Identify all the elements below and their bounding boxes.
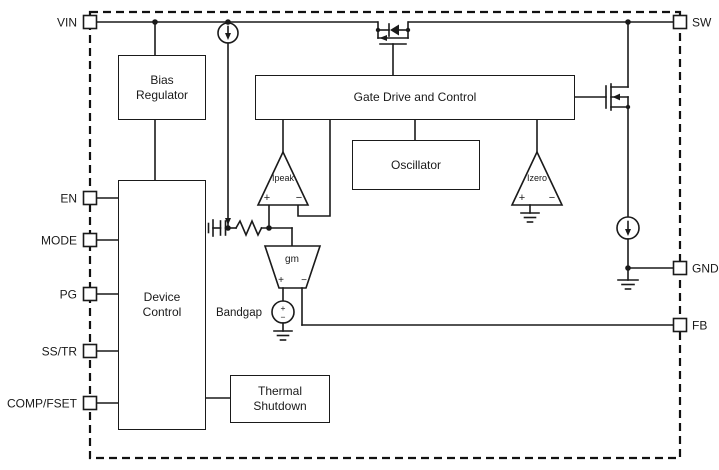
- gm-plus: +: [278, 275, 284, 286]
- block-label: Oscillator: [390, 157, 441, 172]
- pin-label-en: EN: [60, 192, 77, 206]
- pin-label-pg: PG: [60, 288, 77, 302]
- pin-en: [82, 190, 98, 206]
- pin-comp-fset: [82, 395, 98, 411]
- gm-minus: −: [301, 275, 307, 286]
- izero-comparator: Izero + −: [510, 119, 564, 223]
- pin-mode: [82, 232, 98, 248]
- izero-label: Izero: [527, 173, 547, 183]
- pin-fb: [672, 317, 688, 333]
- pin-label-ss-tr: SS/TR: [42, 345, 78, 359]
- izero-minus: −: [549, 192, 555, 204]
- body-diode-icon: [390, 24, 399, 36]
- junction-dots: [152, 19, 631, 271]
- current-source-right: [616, 216, 675, 290]
- bandgap-label: Bandgap: [216, 307, 262, 319]
- pin-vin: [82, 14, 98, 30]
- wire-fb: [301, 287, 675, 326]
- pin-label-mode: MODE: [41, 234, 77, 248]
- ipeak-triangle: [256, 150, 310, 206]
- block-thermal-shutdown: Thermal Shutdown: [230, 375, 330, 423]
- pin-ss-tr: [82, 343, 98, 359]
- bandgap-plus: +: [281, 303, 286, 313]
- current-source-left: [217, 21, 239, 229]
- block-label: Bias Regulator: [135, 72, 189, 102]
- pin-labels: VIN EN MODE PG SS/TR COMP/FSET SW GND FB: [7, 16, 719, 411]
- block-gate-drive-and-control: Gate Drive and Control: [255, 75, 575, 120]
- mosfet-arrow-icon: [379, 35, 387, 41]
- gm-trapezoid: [263, 245, 322, 289]
- pin-gnd: [672, 260, 688, 276]
- block-label: Gate Drive and Control: [353, 90, 477, 104]
- pins: [82, 14, 688, 411]
- block-label: Thermal Shutdown: [253, 384, 307, 413]
- mosfet-arrow-icon: [612, 93, 620, 101]
- lowside-mosfet: [574, 21, 629, 218]
- pin-pg: [82, 286, 98, 302]
- izero-triangle: [510, 150, 564, 206]
- resistor-icon: [234, 218, 263, 238]
- bandgap-minus: −: [281, 312, 286, 322]
- block-device-control: Device Control: [118, 180, 206, 430]
- highside-mosfet: [377, 21, 409, 76]
- comp-network: [203, 218, 293, 247]
- pin-sw: [672, 14, 688, 30]
- pin-label-gnd: GND: [692, 262, 719, 276]
- current-arrow-down-icon: [225, 218, 231, 225]
- block-bias-regulator: Bias Regulator: [118, 55, 206, 120]
- pin-label-sw: SW: [692, 16, 712, 30]
- pin-label-comp-fset: COMP/FSET: [7, 397, 78, 411]
- current-arrow-down-icon: [625, 229, 631, 236]
- block-label: Device Control: [142, 290, 182, 319]
- ipeak-comparator: Ipeak + −: [256, 119, 331, 229]
- gm-amplifier: gm + −: [263, 245, 322, 302]
- ipeak-plus: +: [264, 192, 270, 204]
- gm-label: gm: [285, 254, 299, 265]
- wire-left-pin-stubs: [95, 197, 119, 404]
- bandgap-reference: + − Bandgap: [216, 300, 295, 341]
- izero-plus: +: [519, 192, 525, 204]
- current-arrow-down-icon: [225, 33, 231, 40]
- pin-label-fb: FB: [692, 319, 707, 333]
- pin-label-vin: VIN: [57, 16, 77, 30]
- block-oscillator: Oscillator: [352, 140, 480, 190]
- ipeak-minus: −: [296, 192, 302, 204]
- ipeak-label: Ipeak: [272, 173, 295, 183]
